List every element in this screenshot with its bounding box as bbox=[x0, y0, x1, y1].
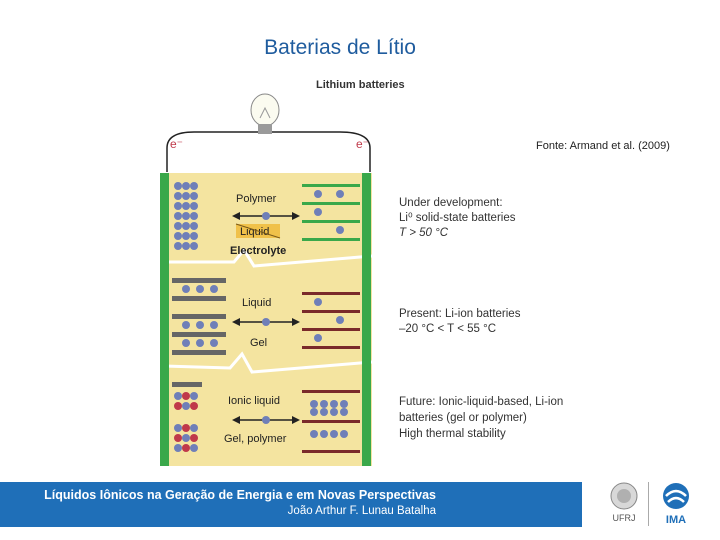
cathode-lattice-middle bbox=[302, 292, 360, 349]
desc-bottom-line2: batteries (gel or polymer) bbox=[399, 412, 527, 424]
label-liquid-crossed: Liquid bbox=[240, 226, 269, 238]
cathode-lattice-top bbox=[302, 184, 360, 241]
figure-heading: Lithium batteries bbox=[316, 79, 405, 91]
lithium-batteries-figure: Lithium batteries e⁻ e⁻ bbox=[160, 79, 563, 466]
source-citation: Fonte: Armand et al. (2009) bbox=[536, 140, 670, 152]
ufrj-logo-icon: UFRJ bbox=[610, 482, 638, 523]
footer-divider bbox=[648, 482, 649, 526]
footer: Líquidos Iônicos na Geração de Energia e… bbox=[0, 482, 720, 527]
double-arrow-icon bbox=[232, 318, 300, 326]
double-arrow-icon bbox=[232, 416, 300, 424]
slide-title: Baterias de Lítio bbox=[264, 36, 416, 59]
label-liquid-middle: Liquid bbox=[242, 297, 271, 309]
anode-layers-middle bbox=[172, 278, 226, 355]
anode-ions-top bbox=[174, 182, 198, 250]
footer-bar: Líquidos Iônicos na Geração de Energia e… bbox=[0, 482, 582, 527]
anode-ions-bottom bbox=[172, 382, 202, 452]
cross-out-icon bbox=[235, 223, 281, 239]
electron-right-label: e⁻ bbox=[356, 137, 369, 151]
cathode-lattice-bottom bbox=[302, 390, 360, 453]
footer-author: João Arthur F. Lunau Batalha bbox=[287, 505, 436, 517]
label-gel-polymer: Gel, polymer bbox=[224, 433, 287, 445]
separator-top bbox=[164, 247, 373, 268]
right-electrode bbox=[362, 173, 371, 466]
left-electrode bbox=[160, 173, 169, 466]
label-gel: Gel bbox=[250, 337, 267, 349]
light-bulb-icon bbox=[250, 93, 280, 134]
desc-top-line1: Under development: bbox=[399, 197, 503, 209]
desc-bottom-line3: High thermal stability bbox=[399, 428, 506, 440]
desc-top-line3: T > 50 °C bbox=[399, 227, 449, 239]
electron-left-label: e⁻ bbox=[170, 137, 183, 151]
desc-middle-line2: –20 °C < T < 55 °C bbox=[399, 323, 496, 335]
label-ionic-liquid: Ionic liquid bbox=[228, 395, 280, 407]
ima-logo-icon: IMA bbox=[663, 483, 689, 526]
desc-top-line2: Li⁰ solid-state batteries bbox=[399, 212, 516, 224]
desc-middle-line1: Present: Li-ion batteries bbox=[399, 308, 521, 320]
label-polymer: Polymer bbox=[236, 193, 277, 205]
ima-logo-text: IMA bbox=[666, 514, 686, 526]
ufrj-logo-text: UFRJ bbox=[613, 513, 636, 523]
double-arrow-icon bbox=[232, 212, 300, 220]
desc-bottom-line1: Future: Ionic-liquid-based, Li-ion bbox=[399, 396, 563, 408]
footer-title: Líquidos Iônicos na Geração de Energia e… bbox=[44, 488, 436, 502]
circuit-wire bbox=[166, 131, 371, 172]
label-electrolyte: Electrolyte bbox=[230, 245, 286, 257]
separator-bottom bbox=[163, 351, 373, 374]
